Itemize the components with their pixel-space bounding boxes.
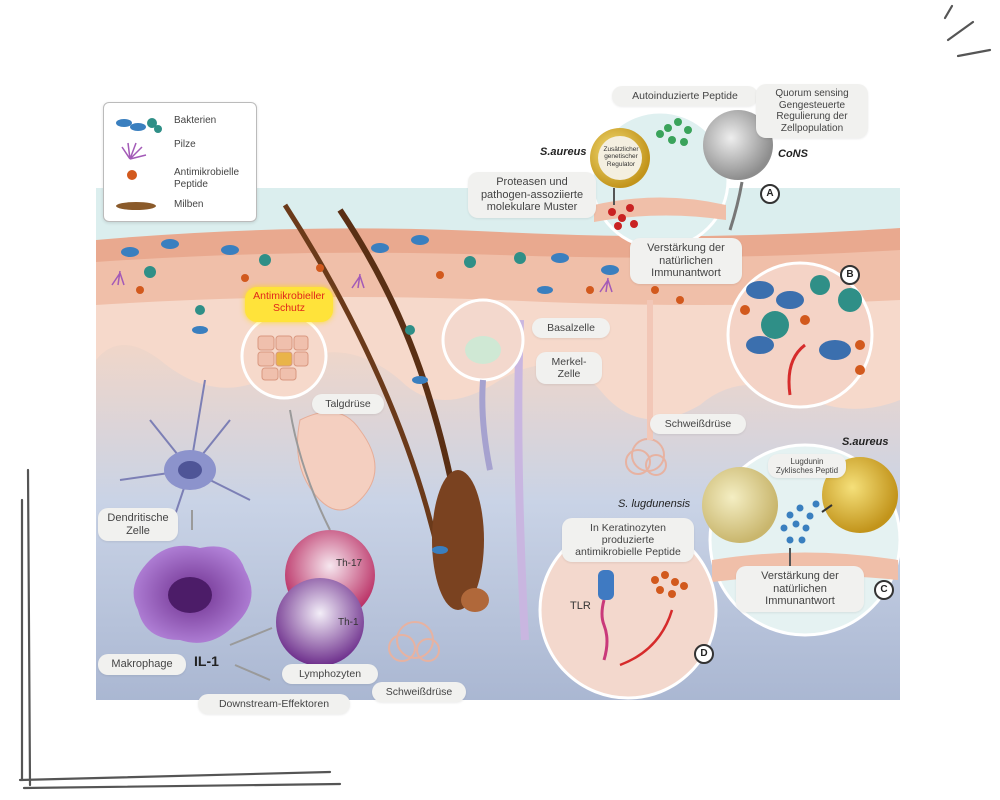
autoinduced-peptides-label: Autoinduzierte Peptide — [612, 86, 758, 107]
lymphocytes-label: Lymphozyten — [282, 664, 378, 685]
sweat-gland-bottom-label: Schweißdrüse — [372, 682, 466, 703]
tlr-label: TLR — [570, 600, 591, 612]
bacteria-icon — [116, 118, 162, 133]
il1-label: IL-1 — [194, 653, 219, 669]
cons-label: CoNS — [778, 148, 808, 160]
s-aureus-right-label: S.aureus — [842, 436, 889, 448]
innate-boost-c-label: Verstärkung der natürlichen Immunantwort — [736, 566, 864, 612]
s-aureus-top-label: S.aureus — [540, 146, 587, 158]
marker-b: B — [840, 265, 860, 285]
additional-regulator-label: Zusätzlicher genetischer Regulator — [603, 146, 639, 168]
legend: Bakterien Pilze Antimikrobielle Peptide … — [103, 102, 257, 222]
marker-c: C — [874, 580, 894, 600]
legend-label: Pilze — [174, 139, 196, 150]
antimicrobial-protection-label: Antimikrobieller Schutz — [245, 287, 333, 322]
th1-label: Th-1 — [338, 617, 359, 628]
downstream-effectors-label: Downstream-Effektoren — [198, 694, 350, 715]
dendritic-cell-label: Dendritische Zelle — [98, 508, 178, 542]
legend-label: Antimikrobielle Peptide — [174, 167, 240, 190]
marker-d: D — [694, 644, 714, 664]
innate-boost-a-label: Verstärkung der natürlichen Immunantwort — [630, 238, 742, 284]
marker-a: A — [760, 184, 780, 204]
sweat-gland-right-label: Schweißdrüse — [650, 414, 746, 435]
mite-icon — [116, 202, 156, 210]
merkel-cell-label: Merkel-Zelle — [536, 352, 602, 385]
quorum-sensing-label: Quorum sensing Gengesteuerte Regulierung… — [756, 84, 868, 138]
legend-label: Bakterien — [174, 115, 217, 126]
legend-label: Milben — [174, 199, 204, 210]
macrophage-label: Makrophage — [98, 654, 186, 675]
fungi-icon — [121, 142, 147, 160]
peptide-icon — [127, 170, 137, 180]
keratinocytes-peptides-label: In Keratinozyten produzierte antimikrobi… — [562, 518, 694, 563]
s-lugdunensis-label: S. lugdunensis — [618, 498, 691, 510]
basal-cell-label: Basalzelle — [532, 318, 610, 339]
th17-label: Th-17 — [336, 558, 363, 569]
lugdunin-label: Lugdunin Zyklisches Peptid — [768, 454, 846, 479]
sebaceous-gland-label: Talgdrüse — [312, 394, 384, 415]
proteases-label: Proteasen und pathogen-assoziierte molek… — [468, 172, 596, 218]
